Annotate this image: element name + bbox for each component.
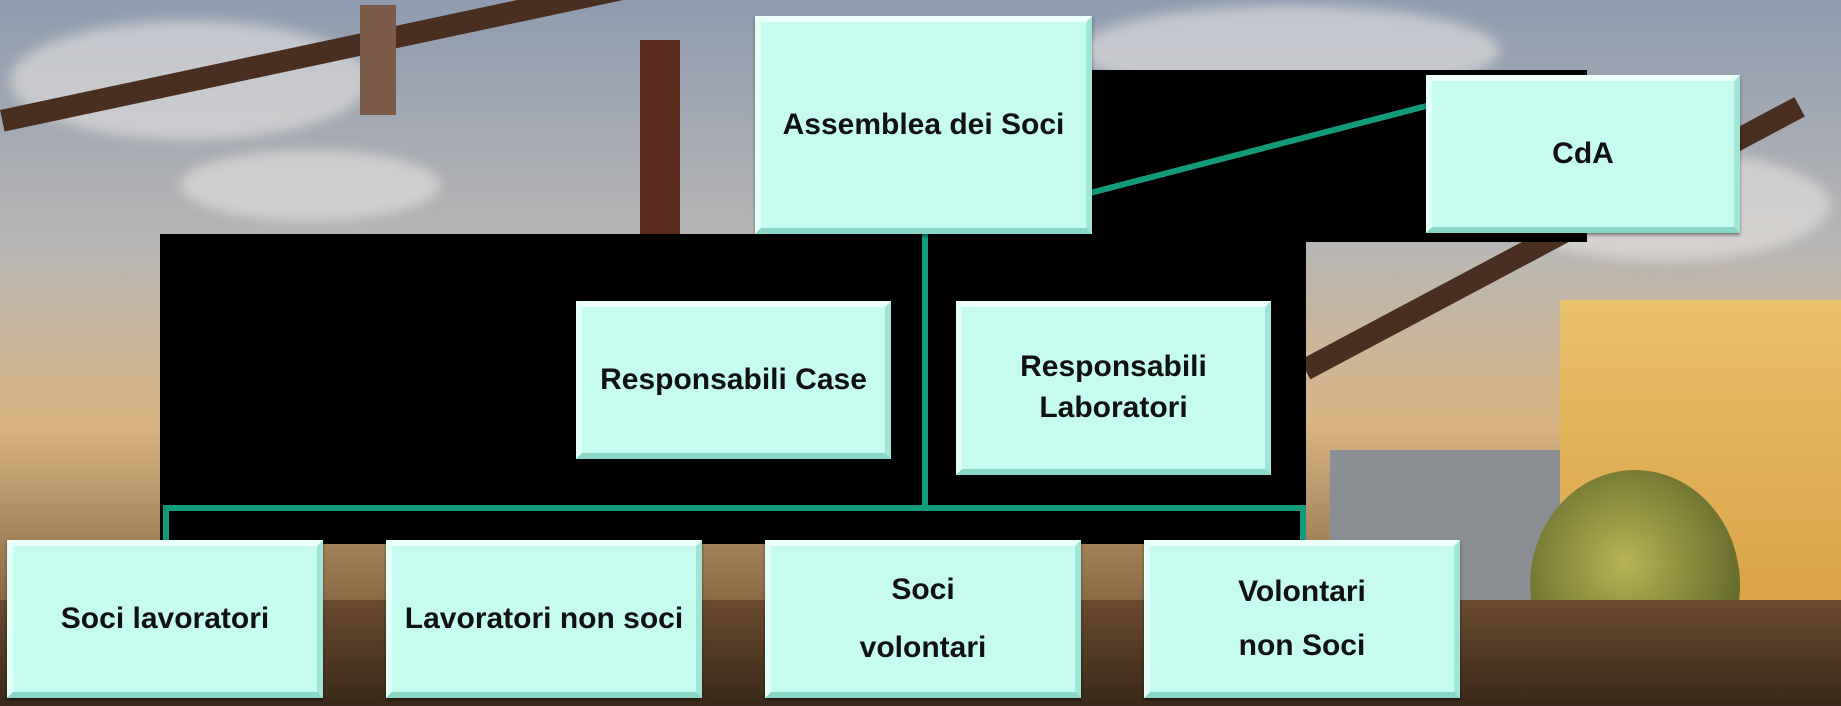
node-label: Lavoratori non soci xyxy=(404,601,684,635)
node-assemblea-dei-soci: Assemblea dei Soci xyxy=(755,16,1092,234)
node-responsabili-case: Responsabili Case xyxy=(576,301,891,459)
node-label: CdA xyxy=(1552,136,1614,170)
node-label: Assemblea dei Soci xyxy=(782,107,1065,141)
node-volontari-non-soci: Volontari non Soci xyxy=(1144,540,1460,698)
node-lavoratori-non-soci: Lavoratori non soci xyxy=(386,540,702,698)
node-label: Responsabili Laboratori xyxy=(1020,350,1207,424)
node-soci-lavoratori: Soci lavoratori xyxy=(7,540,323,698)
node-label: Soci volontari xyxy=(859,572,987,665)
node-responsabili-laboratori: Responsabili Laboratori xyxy=(956,301,1271,475)
connector-trunk xyxy=(922,234,928,510)
connector-horizontal xyxy=(163,505,1306,511)
connector-drop-left xyxy=(163,505,169,545)
node-label: Responsabili Case xyxy=(600,362,867,396)
node-soci-volontari: Soci volontari xyxy=(765,540,1081,698)
node-label: Volontari non Soci xyxy=(1238,575,1366,662)
node-label: Soci lavoratori xyxy=(60,601,270,635)
node-cda: CdA xyxy=(1426,75,1740,233)
connector-drop-right xyxy=(1300,505,1306,545)
